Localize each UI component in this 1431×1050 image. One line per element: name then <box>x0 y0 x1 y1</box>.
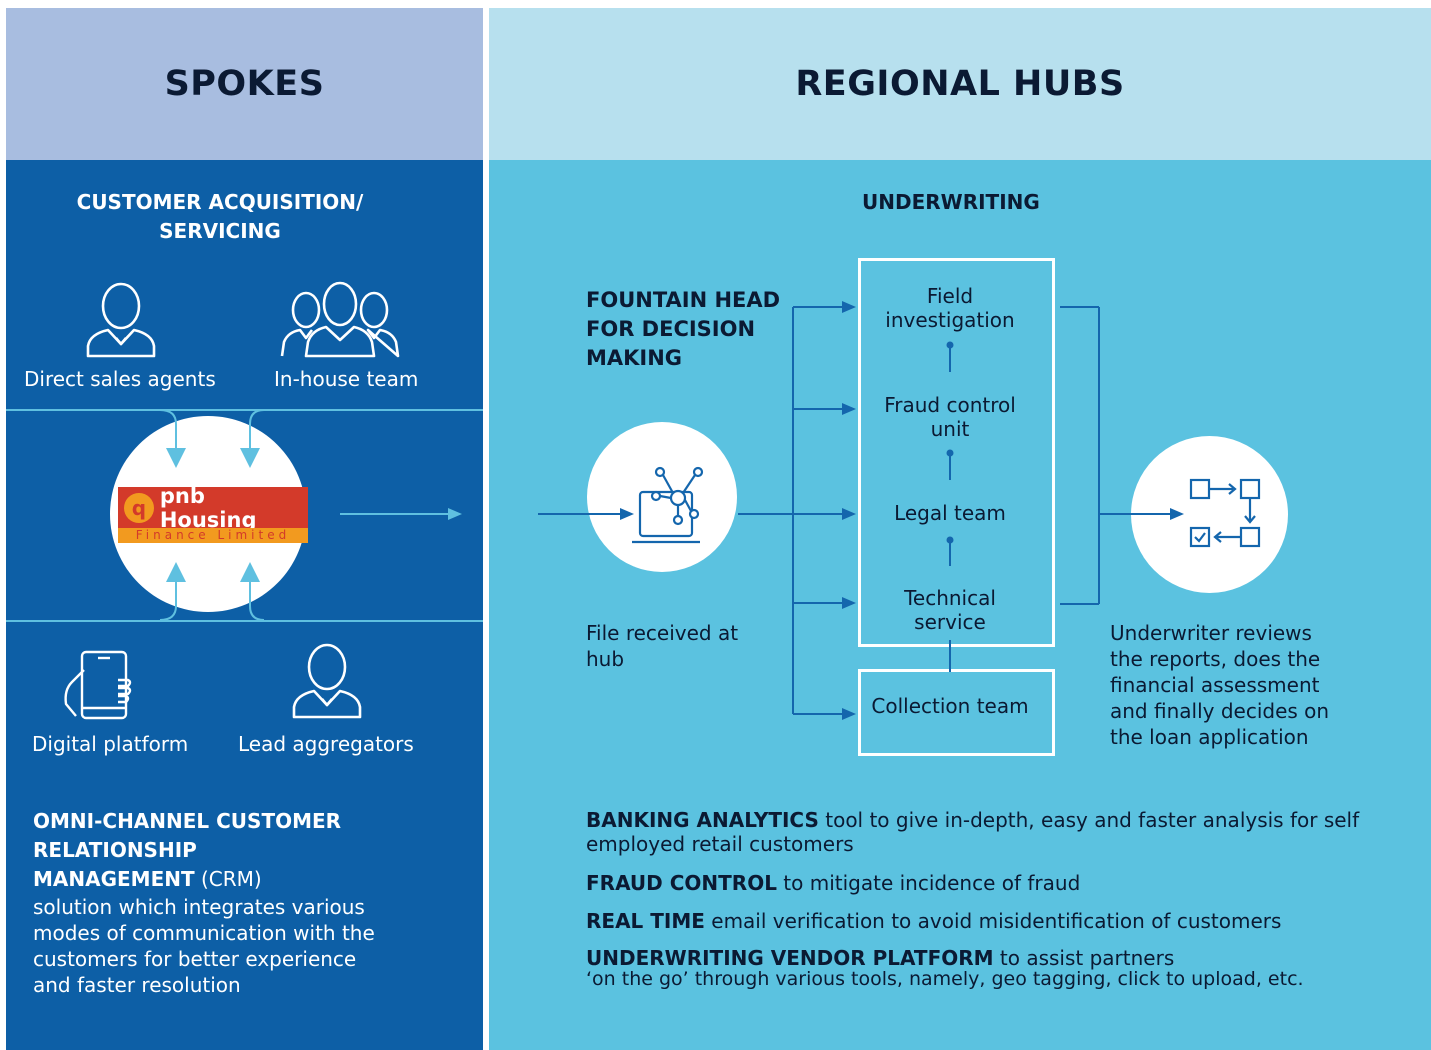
step-technical: Technical service <box>904 586 996 634</box>
fountain-head-text: FOUNTAIN HEAD FOR DECISION MAKING <box>586 288 781 370</box>
divider-lower <box>6 620 483 622</box>
feature-realtime-text: email verification to avoid misidentific… <box>711 909 1282 933</box>
feature-fraud-control: FRAUD CONTROL to mitigate incidence of f… <box>586 871 1376 895</box>
spokes-header: SPOKES <box>6 8 483 160</box>
underwriter-caption: Underwriter reviews the reports, does th… <box>1110 621 1330 749</box>
workflow-icon <box>1189 478 1261 548</box>
file-caption: File received at hub <box>586 621 739 671</box>
logo-subtitle: Finance Limited <box>118 528 308 543</box>
feature-vendor-text: to assist partners <box>999 946 1175 970</box>
pnb-housing-logo: q pnb Housing Finance Limited <box>118 483 308 543</box>
digital-label: Digital platform <box>32 732 189 756</box>
hubs-header-title: REGIONAL HUBS <box>795 64 1125 104</box>
divider-upper <box>6 409 483 411</box>
person-icon <box>292 643 362 719</box>
spokes-panel <box>6 160 483 1050</box>
underwriting-box <box>858 258 1055 647</box>
feature-real-time: REAL TIME email verification to avoid mi… <box>586 909 1376 933</box>
laptop-network-icon <box>632 466 704 544</box>
hubs-panel <box>489 160 1431 1050</box>
crm-body: solution which integrates various modes … <box>33 895 375 997</box>
step-collection: Collection team <box>871 694 1029 718</box>
crm-suffix: (CRM) <box>200 867 262 891</box>
feature-fraud-bold: FRAUD CONTROL <box>586 871 777 895</box>
person-icon <box>86 282 156 358</box>
mobile-hand-icon <box>64 650 132 720</box>
team-icon <box>280 281 400 358</box>
feature-banking-bold: BANKING ANALYTICS <box>586 808 819 832</box>
logo-brand: pnb Housing <box>159 483 257 532</box>
spoke-connectors <box>159 409 265 621</box>
direct-sales-label: Direct sales agents <box>24 367 216 391</box>
inhouse-label: In-house team <box>274 367 419 391</box>
feature-banking-analytics: BANKING ANALYTICS tool to give in-depth,… <box>586 808 1376 856</box>
step-field: Field investigation <box>885 284 1015 332</box>
crm-heading: OMNI-CHANNEL CUSTOMER RELATIONSHIP MANAG… <box>33 809 342 891</box>
feature-vendor-bold: UNDERWRITING VENDOR PLATFORM <box>586 946 994 970</box>
step-fraud: Fraud control unit <box>884 393 1016 441</box>
feature-fraud-text: to mitigate incidence of fraud <box>783 871 1081 895</box>
hubs-section-title: UNDERWRITING <box>862 190 1040 214</box>
feature-vendor-text2: ‘on the go’ through various tools, namel… <box>586 968 1304 990</box>
crm-block: OMNI-CHANNEL CUSTOMER RELATIONSHIP MANAG… <box>33 807 393 998</box>
feature-vendor-platform: UNDERWRITING VENDOR PLATFORM to assist p… <box>586 947 1386 989</box>
lead-label: Lead aggregators <box>238 732 414 756</box>
step-legal: Legal team <box>894 501 1006 525</box>
spokes-header-title: SPOKES <box>164 64 325 104</box>
spokes-to-hubs-arrow <box>340 508 462 520</box>
feature-banking-text: tool to give in-depth, easy and faster a… <box>586 808 1360 856</box>
hubs-header: REGIONAL HUBS <box>489 8 1431 160</box>
feature-realtime-bold: REAL TIME <box>586 909 705 933</box>
spokes-section-title: CUSTOMER ACQUISITION/ SERVICING <box>76 190 364 243</box>
collection-box <box>858 669 1055 756</box>
